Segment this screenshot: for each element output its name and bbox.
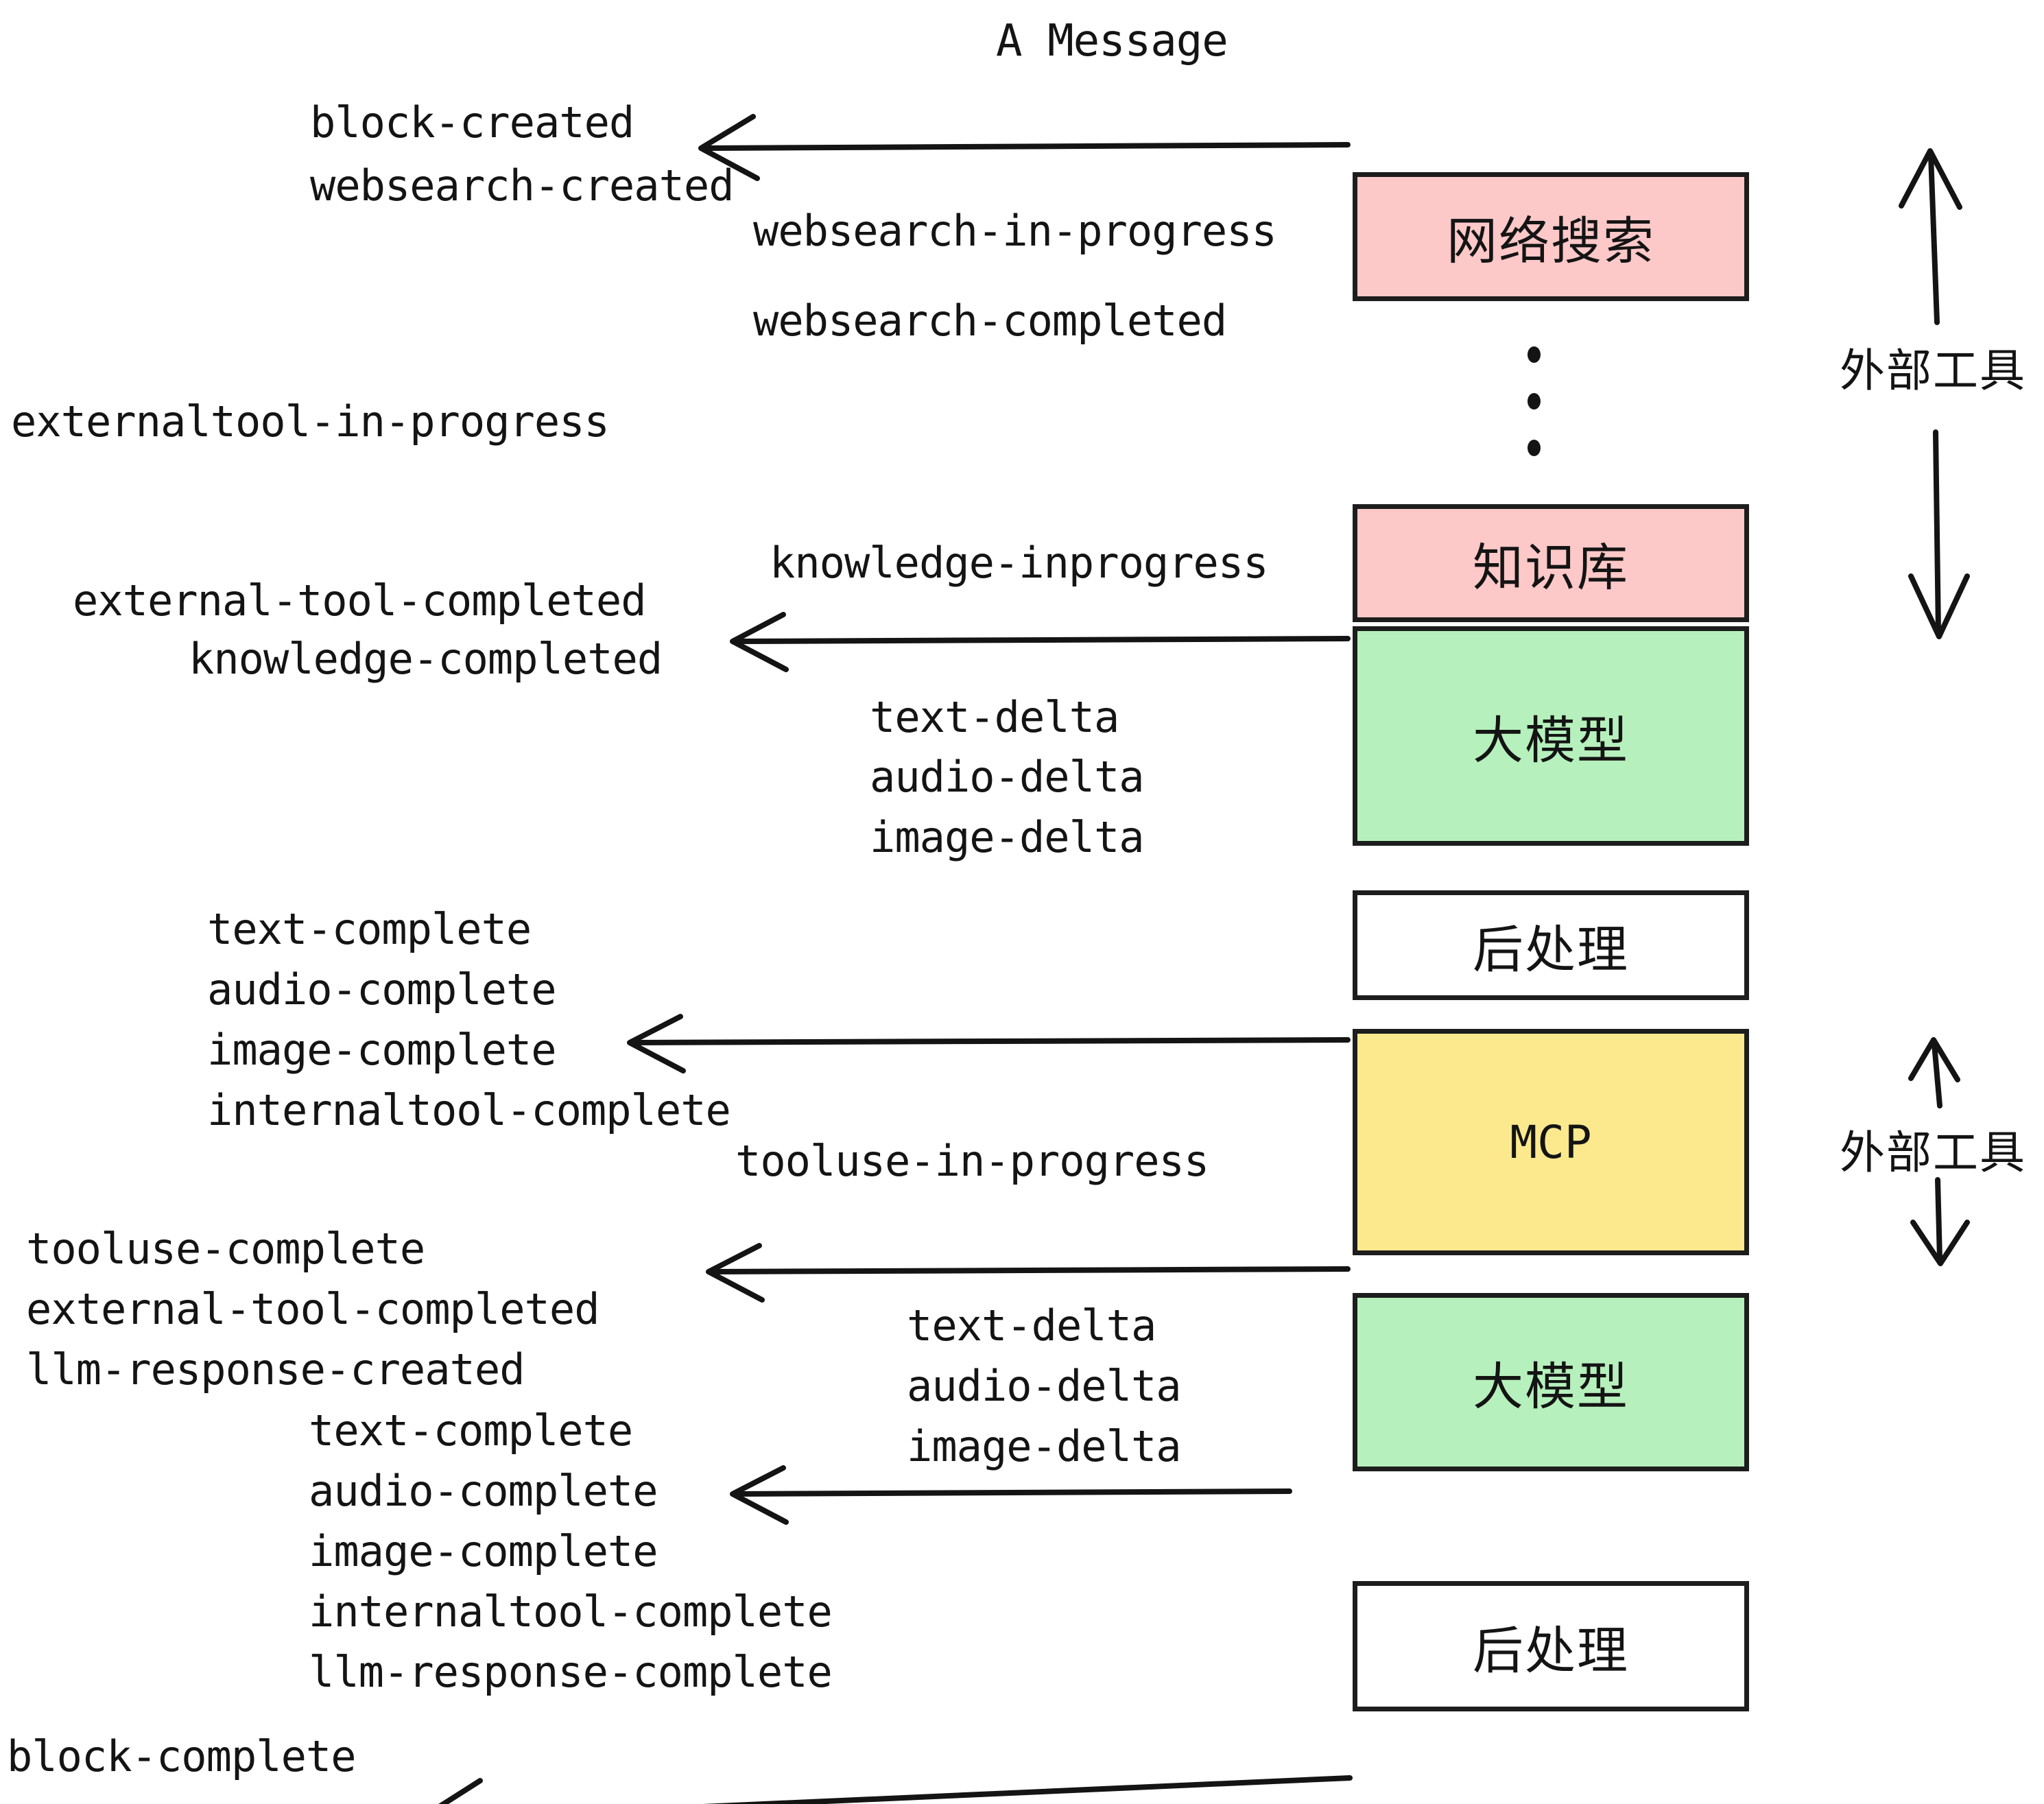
node-postprocess-first: 后处理 xyxy=(1353,890,1749,1000)
vertical-ellipsis-icon xyxy=(1527,346,1541,456)
event-externaltool-in-progress: externaltool-in-progress xyxy=(11,396,610,447)
node-websearch-label: 网络搜索 xyxy=(1447,211,1655,271)
event-knowledge-completed: knowledge-completed xyxy=(189,634,663,684)
event-websearch-completed: websearch-completed xyxy=(753,296,1227,346)
event-llm-response-created: llm-response-created xyxy=(26,1344,525,1394)
node-llm-first-label: 大模型 xyxy=(1473,711,1629,770)
event-external-tool-completed-1: external-tool-completed xyxy=(73,575,647,626)
event-websearch-created: websearch-created xyxy=(310,161,735,211)
arrow-postprocess-first-to-left xyxy=(627,1014,1351,1073)
arrow-websearch-to-left xyxy=(698,114,1351,181)
node-postprocess-first-label: 后处理 xyxy=(1473,920,1629,980)
node-postprocess-second: 后处理 xyxy=(1353,1581,1749,1711)
event-websearch-in-progress: websearch-in-progress xyxy=(753,206,1277,256)
node-knowledge-base-label: 知识库 xyxy=(1473,538,1629,597)
arrow-llm-second-to-left xyxy=(730,1465,1292,1525)
event-knowledge-inprogress: knowledge-inprogress xyxy=(770,538,1269,588)
event-internaltool-complete-1: internaltool-complete xyxy=(207,1085,731,1135)
node-llm-first: 大模型 xyxy=(1353,626,1749,846)
event-tooluse-in-progress: tooluse-in-progress xyxy=(735,1136,1209,1186)
arrow-postprocess-second-to-left xyxy=(438,1775,1353,1804)
arrow-knowledge-to-left xyxy=(730,612,1351,672)
event-image-complete-1: image-complete xyxy=(207,1025,557,1075)
node-websearch: 网络搜索 xyxy=(1353,172,1749,301)
side-label-external-tools-bottom: 外部工具 xyxy=(1840,1126,2026,1179)
event-internaltool-complete-2: internaltool-complete xyxy=(309,1587,833,1637)
event-image-delta-1: image-delta xyxy=(870,812,1145,862)
event-block-created: block-created xyxy=(310,97,634,147)
event-text-complete-2: text-complete xyxy=(309,1405,633,1456)
side-label-external-tools-top: 外部工具 xyxy=(1840,344,2026,397)
event-text-delta-2: text-delta xyxy=(907,1301,1156,1351)
event-text-complete-1: text-complete xyxy=(207,904,532,954)
node-llm-second: 大模型 xyxy=(1353,1293,1749,1471)
event-image-complete-2: image-complete xyxy=(309,1526,658,1576)
event-tooluse-complete: tooluse-complete xyxy=(26,1224,425,1274)
node-mcp-label: MCP xyxy=(1510,1115,1592,1169)
event-llm-response-complete: llm-response-complete xyxy=(309,1647,833,1697)
event-audio-complete-2: audio-complete xyxy=(309,1466,658,1516)
event-audio-complete-1: audio-complete xyxy=(207,964,557,1014)
node-knowledge-base: 知识库 xyxy=(1353,504,1749,622)
event-block-complete: block-complete xyxy=(7,1731,357,1781)
arrow-mcp-to-left xyxy=(706,1243,1351,1303)
event-external-tool-completed-2: external-tool-completed xyxy=(26,1284,600,1334)
diagram-title: A Message xyxy=(996,16,1228,67)
node-postprocess-second-label: 后处理 xyxy=(1473,1621,1629,1681)
node-mcp: MCP xyxy=(1353,1029,1749,1255)
event-text-delta-1: text-delta xyxy=(870,692,1119,742)
node-llm-second-label: 大模型 xyxy=(1473,1357,1629,1416)
event-audio-delta-2: audio-delta xyxy=(907,1361,1182,1411)
event-audio-delta-1: audio-delta xyxy=(870,752,1145,802)
event-image-delta-2: image-delta xyxy=(907,1421,1182,1471)
